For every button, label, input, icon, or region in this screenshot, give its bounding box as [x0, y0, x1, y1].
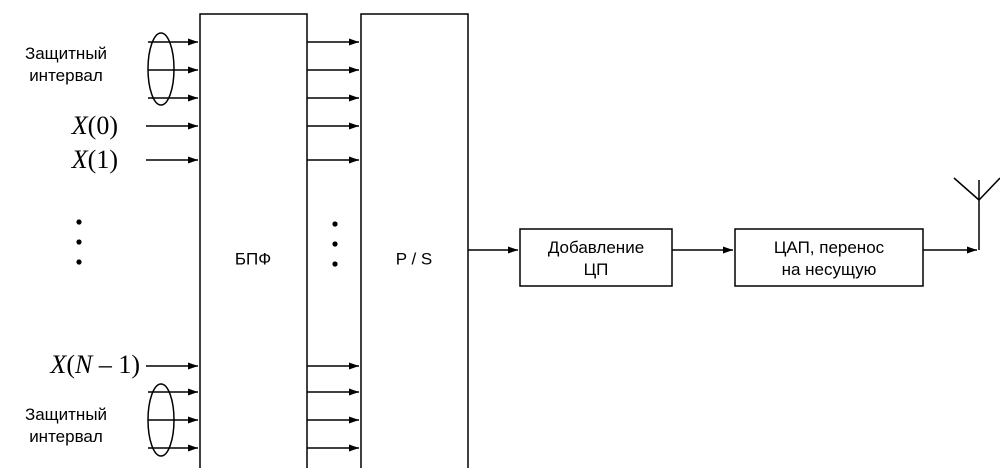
ps-label: P / S: [396, 249, 433, 268]
cp-label-line1: Добавление: [548, 238, 644, 257]
cp-block: [519, 228, 673, 287]
input-ellipsis-dots: [76, 219, 82, 265]
guard-top-label-line2: интервал: [29, 66, 103, 85]
input-x1-label: X(1): [71, 145, 118, 174]
guard-bottom-label-line2: интервал: [29, 427, 103, 446]
dac-block: [734, 228, 924, 287]
cp-label-line2: ЦП: [584, 260, 609, 279]
dac-label-line2: на несущую: [782, 260, 877, 279]
antenna-icon: [953, 177, 1000, 250]
input-x0-label: X(0): [71, 111, 118, 140]
guard-top-label-line1: Защитный: [25, 44, 107, 63]
guard-top-ellipse: [147, 32, 175, 106]
guard-bottom-label-line1: Защитный: [25, 405, 107, 424]
dac-label-line1: ЦАП, перенос: [774, 238, 885, 257]
fft-block: [199, 13, 308, 468]
input-xn-label: X(N – 1): [49, 350, 140, 379]
fft-ps-ellipsis-dots: [332, 221, 338, 267]
ps-block: [360, 13, 469, 468]
fft-label: БПФ: [235, 249, 271, 268]
